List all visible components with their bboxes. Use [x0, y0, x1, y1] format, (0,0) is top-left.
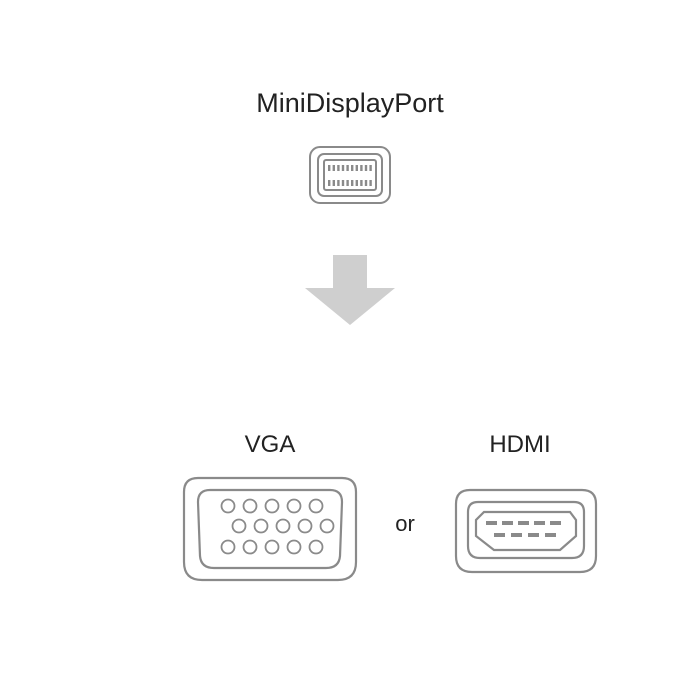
minidisplayport-title: MiniDisplayPort	[256, 88, 444, 118]
hdmi-label: HDMI	[489, 431, 551, 458]
vga-label: VGA	[244, 431, 296, 458]
or-separator: or	[395, 511, 415, 536]
